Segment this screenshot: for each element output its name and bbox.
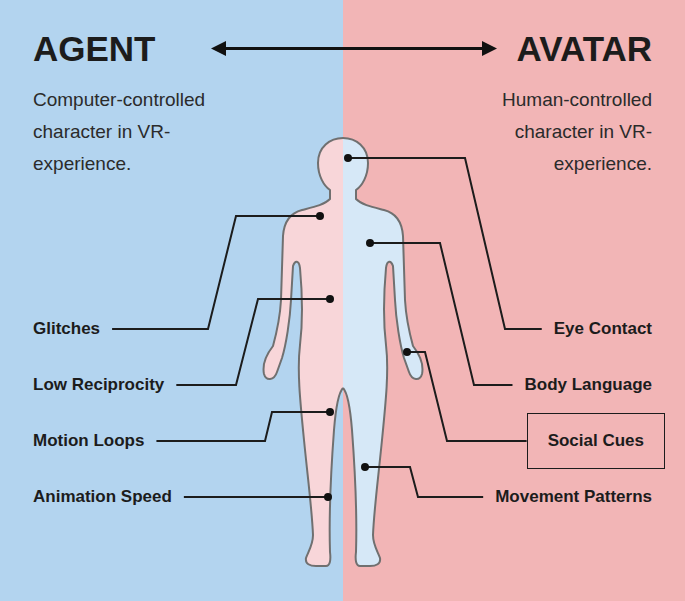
- leader-line: [370, 243, 512, 385]
- body-left-half: [263, 138, 343, 566]
- panel-description: Computer-controlled character in VR-expe…: [33, 84, 208, 180]
- text-group: AGENT Computer-controlled character in VR…: [33, 31, 208, 180]
- panel-heading: AVATAR: [500, 31, 652, 66]
- avatar-panel: AVATAR Human-controlled character in VR-e…: [343, 0, 685, 601]
- trait-label: Glitches: [33, 319, 100, 339]
- panel-heading: AGENT: [33, 31, 208, 66]
- trait-label: Eye Contact: [554, 319, 652, 339]
- trait-label-holder: Glitches: [33, 319, 100, 339]
- trait-label-holder: Low Reciprocity: [33, 375, 164, 395]
- trait-label-holder: Animation Speed: [33, 487, 172, 507]
- leader-line: [348, 158, 542, 329]
- anchor-dot: [324, 493, 332, 501]
- anchor-dot: [344, 154, 352, 162]
- trait-label: Low Reciprocity: [33, 375, 164, 395]
- leader-line: [176, 299, 330, 385]
- leader-line: [156, 412, 330, 441]
- double-arrow: [214, 47, 494, 50]
- trait-label-holder: Eye Contact: [554, 319, 652, 339]
- trait-label-holder: Body Language: [524, 375, 652, 395]
- trait-label: Animation Speed: [33, 487, 172, 507]
- leader-line: [365, 467, 483, 497]
- trait-label: Motion Loops: [33, 431, 144, 451]
- highlight-box: Social Cues: [527, 413, 665, 469]
- leader-line: [112, 216, 320, 329]
- text-group: AVATAR Human-controlled character in VR-e…: [500, 31, 652, 180]
- body-right-half: [343, 138, 423, 566]
- anchor-dot: [326, 408, 334, 416]
- leader-line: [184, 496, 328, 498]
- panel-description: Human-controlled character in VR-experie…: [500, 84, 652, 180]
- box-label: Social Cues: [548, 431, 644, 451]
- leader-line: [407, 352, 527, 441]
- anchor-dot: [366, 239, 374, 247]
- anchor-dot: [326, 295, 334, 303]
- trait-label-holder: Movement Patterns: [495, 487, 652, 507]
- anchor-dot: [316, 212, 324, 220]
- trait-label: Movement Patterns: [495, 487, 652, 507]
- trait-label: Body Language: [524, 375, 652, 395]
- anchor-dot: [361, 463, 369, 471]
- agent-panel: AGENT Computer-controlled character in VR…: [0, 0, 343, 601]
- trait-label-holder: Motion Loops: [33, 431, 144, 451]
- anchor-dot: [403, 348, 411, 356]
